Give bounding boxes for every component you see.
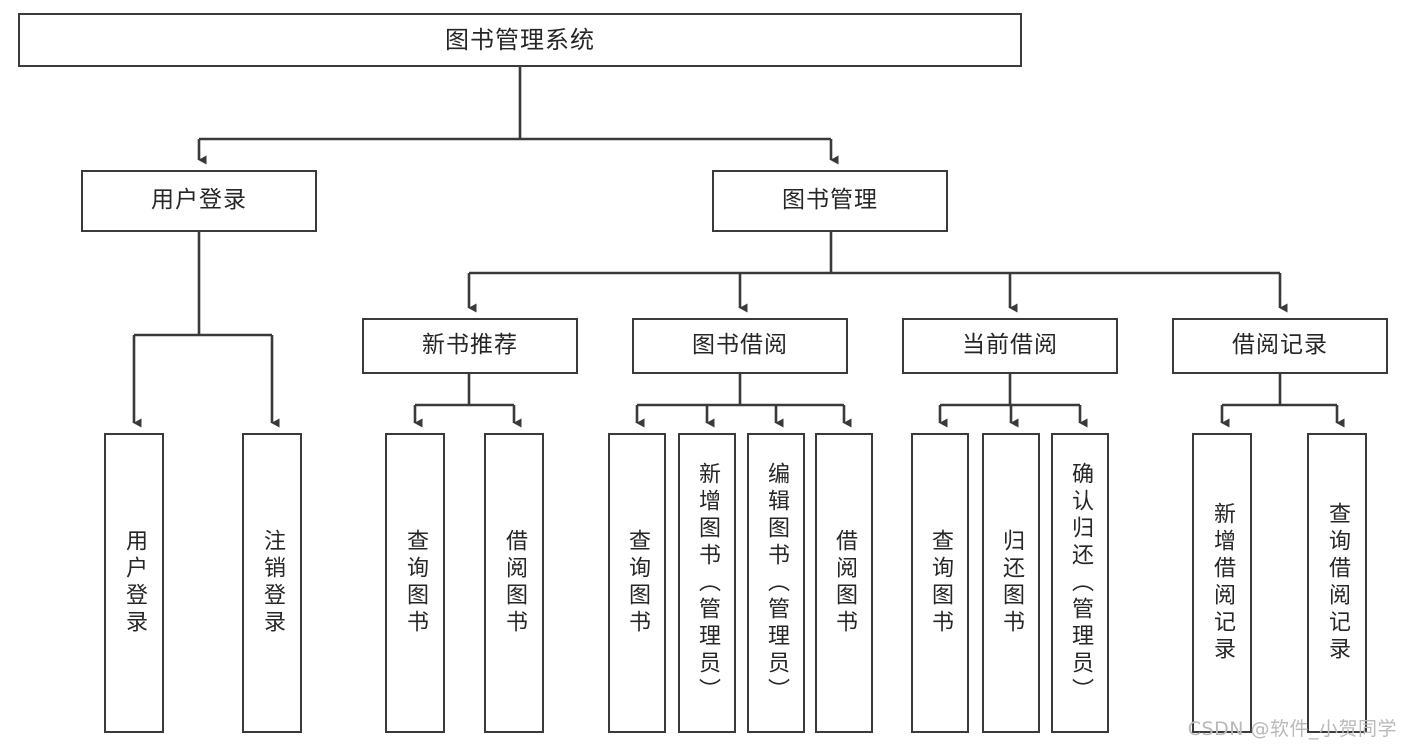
node-root-system[interactable]: 图书管理系统	[18, 13, 1022, 67]
leaf-query-book-recommend[interactable]: 查询图书	[385, 433, 445, 733]
node-label: 归还图书	[998, 529, 1024, 637]
node-label: 查询图书	[927, 529, 953, 637]
leaf-confirm-return-admin[interactable]: 确认归还（管理员）	[1051, 433, 1109, 733]
new-book-connectors	[413, 374, 522, 428]
node-label: 借阅记录	[1232, 332, 1328, 359]
node-label: 新增图书（管理员）	[694, 461, 720, 705]
leaf-add-book-admin[interactable]: 新增图书（管理员）	[678, 433, 736, 733]
node-label: 查询图书	[402, 529, 428, 637]
leaf-return-book[interactable]: 归还图书	[982, 433, 1040, 733]
leaf-user-login[interactable]: 用户登录	[104, 433, 164, 733]
node-label: 图书管理	[782, 187, 878, 214]
node-label: 确认归还（管理员）	[1067, 461, 1093, 705]
node-label: 查询借阅记录	[1324, 502, 1350, 664]
node-label: 查询图书	[624, 529, 650, 637]
leaf-logout[interactable]: 注销登录	[242, 433, 302, 733]
leaf-add-borrow-record[interactable]: 新增借阅记录	[1192, 433, 1252, 733]
leaf-query-book-borrow[interactable]: 查询图书	[608, 433, 666, 733]
node-book-management[interactable]: 图书管理	[712, 170, 948, 232]
node-new-book-recommend[interactable]: 新书推荐	[362, 318, 578, 374]
node-label: 借阅图书	[831, 529, 857, 637]
leaf-edit-book-admin[interactable]: 编辑图书（管理员）	[747, 433, 805, 733]
node-current-borrow[interactable]: 当前借阅	[902, 318, 1118, 374]
borrow-record-connectors	[1220, 374, 1345, 428]
root-to-level2-connectors	[197, 67, 839, 165]
node-borrow-record[interactable]: 借阅记录	[1172, 318, 1388, 374]
leaf-borrow-book-recommend[interactable]: 借阅图书	[484, 433, 544, 733]
node-label: 编辑图书（管理员）	[763, 461, 789, 705]
node-label: 新增借阅记录	[1209, 502, 1235, 664]
node-label: 新书推荐	[422, 332, 518, 359]
node-label: 当前借阅	[962, 332, 1058, 359]
node-label: 用户登录	[121, 529, 147, 637]
leaf-borrow-book[interactable]: 借阅图书	[815, 433, 873, 733]
csdn-watermark: CSDN @软件_小贺同学	[1187, 718, 1397, 740]
book-borrow-connectors	[635, 374, 852, 428]
book-mgmt-connectors	[467, 232, 1288, 313]
node-label: 图书借阅	[692, 332, 788, 359]
node-label: 用户登录	[151, 187, 247, 214]
current-borrow-connectors	[938, 374, 1088, 428]
user-login-connectors	[132, 232, 280, 428]
node-label: 借阅图书	[501, 529, 527, 637]
leaf-query-borrow-record[interactable]: 查询借阅记录	[1307, 433, 1367, 733]
node-label: 注销登录	[259, 529, 285, 637]
node-user-login[interactable]: 用户登录	[81, 170, 317, 232]
node-book-borrow[interactable]: 图书借阅	[632, 318, 848, 374]
leaf-query-book-current[interactable]: 查询图书	[911, 433, 969, 733]
node-label: 图书管理系统	[445, 25, 595, 54]
